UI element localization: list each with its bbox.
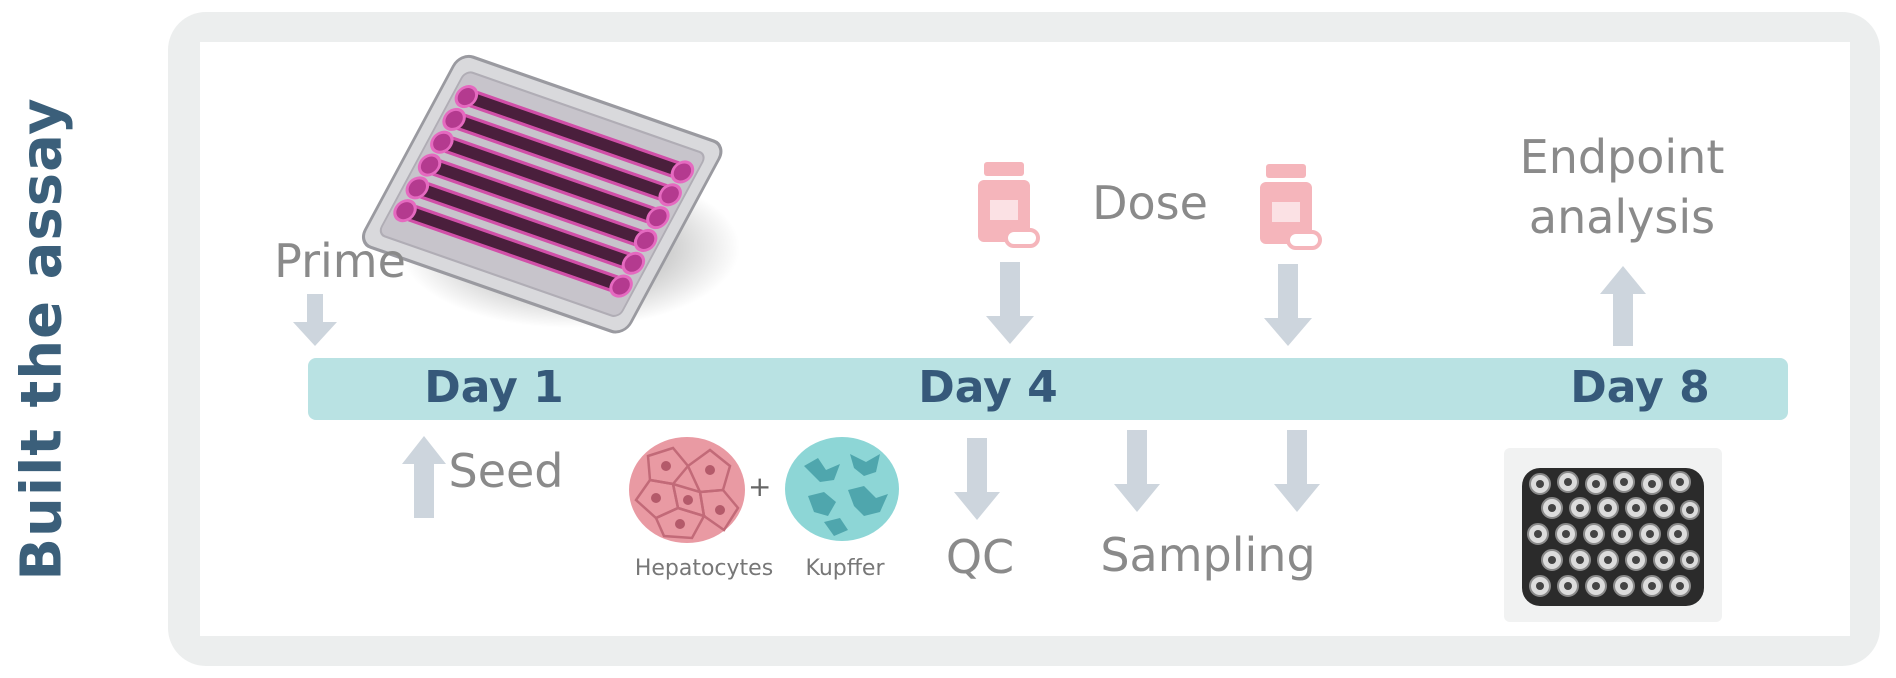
hepatocytes-caption: Hepatocytes: [634, 556, 774, 581]
kupffer-cells-icon: [785, 437, 899, 541]
day-1-label: Day 1: [424, 362, 564, 413]
endpoint-arrow-icon: [1600, 266, 1646, 346]
seed-label: Seed: [448, 444, 564, 498]
dose-label: Dose: [1092, 176, 1208, 230]
plus-sign: +: [748, 470, 772, 503]
qc-arrow-icon: [954, 438, 1000, 520]
prime-label: Prime: [274, 234, 406, 288]
page-title: Built the assay: [9, 97, 75, 581]
qc-label: QC: [945, 530, 1015, 584]
sampling-arrow-icon-1: [1114, 430, 1160, 512]
kupffer-caption: Kupffer: [805, 556, 885, 581]
day-8-label: Day 8: [1570, 362, 1710, 413]
timeline-bar: [308, 358, 1788, 420]
medicine-bottle-icon: [978, 162, 1040, 248]
microfluidic-plate-image: [361, 54, 740, 334]
medicine-bottle-icon-2: [1260, 164, 1322, 250]
day-4-label: Day 4: [918, 362, 1058, 413]
seed-arrow-icon: [402, 436, 446, 518]
hepatocyte-cells-icon: [629, 437, 745, 543]
sampling-label: Sampling: [1100, 528, 1316, 582]
sampling-arrow-icon-2: [1274, 430, 1320, 512]
microscopy-image: [1522, 468, 1704, 606]
endpoint-label-line2: analysis: [1528, 190, 1716, 244]
dose-day4-arrow-icon: [986, 262, 1034, 344]
prime-arrow-icon: [293, 294, 337, 346]
endpoint-label-line1: Endpoint: [1519, 130, 1725, 184]
dose-day6-arrow-icon: [1264, 264, 1312, 346]
